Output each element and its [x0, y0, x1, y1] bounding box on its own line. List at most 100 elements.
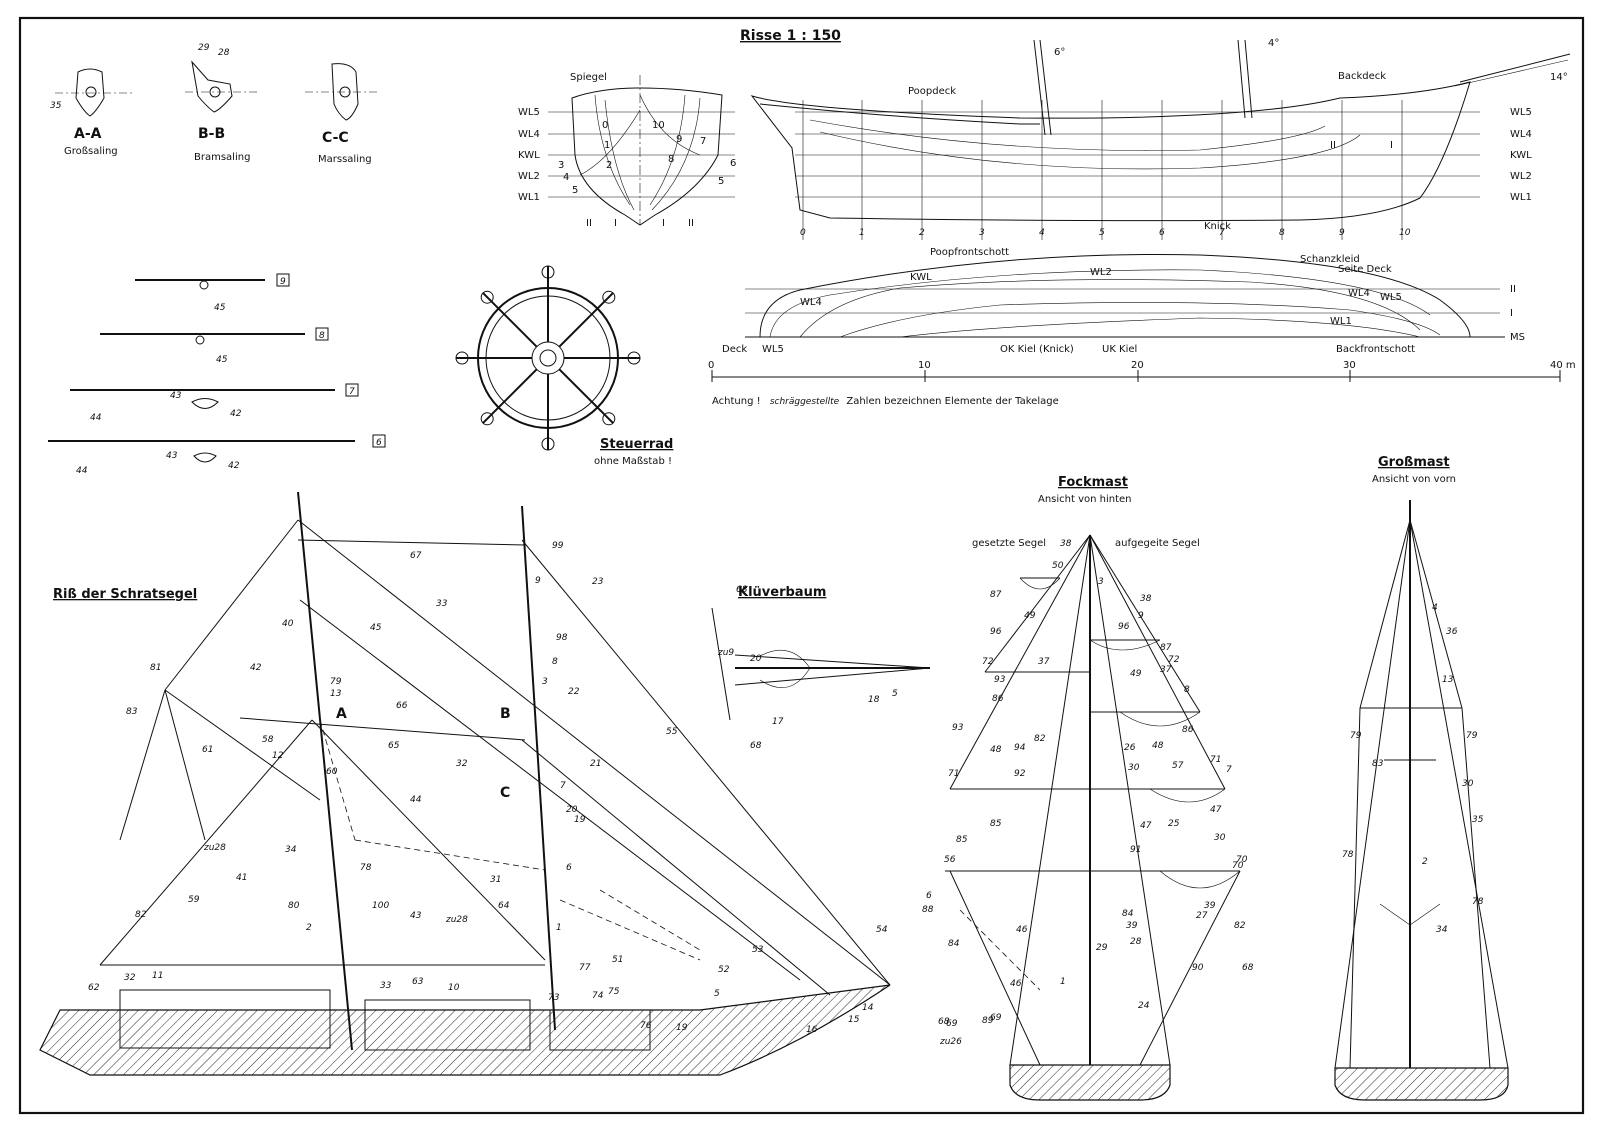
- wheel-handle: [541, 437, 555, 451]
- station-number: 3: [979, 228, 985, 238]
- station-number: 2: [919, 228, 925, 238]
- rigging-number: 68: [736, 585, 748, 595]
- yard-tag: 9: [280, 277, 286, 287]
- body-plan-frame: 1: [604, 140, 610, 151]
- rigging-number: 48: [990, 745, 1002, 755]
- rigging-number: 49: [1024, 611, 1036, 621]
- rigging-number: 53: [752, 945, 764, 955]
- rigging-number: 50: [1052, 561, 1064, 571]
- rigging-number: 20: [750, 654, 762, 664]
- mainmast-subtitle: Ansicht von vorn: [1372, 474, 1456, 485]
- rigging-number: 21: [590, 759, 601, 769]
- rigging-number: 62: [88, 983, 100, 993]
- rigging-number: 68: [938, 1017, 950, 1027]
- rigging-number: 4: [1432, 603, 1438, 613]
- wheel-handle: [541, 265, 555, 279]
- wheel-handle: [455, 351, 469, 365]
- sails-numbers: 6745332399998832255424079136681836158126…: [88, 541, 888, 1035]
- rigging-number: 15: [848, 1015, 860, 1025]
- rigging-number: 86: [1182, 725, 1194, 735]
- station-number: 6: [1159, 228, 1165, 238]
- foremast-view: Fockmast Ansicht von hinten gesetzte Seg…: [922, 475, 1254, 1101]
- station-number: 10: [1399, 228, 1411, 238]
- yard-number: 43: [166, 451, 178, 461]
- rigging-number: 9: [1138, 611, 1144, 621]
- yards: 9 45 8 45 7 44 43 42 6 44 43 42: [48, 273, 386, 476]
- profile-label: Poopdeck: [908, 86, 956, 97]
- rigging-number: 29: [1096, 943, 1108, 953]
- rigging-number: 31: [490, 875, 501, 885]
- wheel-handle: [602, 412, 616, 426]
- wheel-title: Steuerrad: [600, 437, 673, 452]
- rigging-number: 78: [1472, 897, 1484, 907]
- rigging-number: 91: [1130, 845, 1141, 855]
- rigging-number: 98: [556, 633, 568, 643]
- body-plan-frame: 9: [676, 134, 682, 145]
- rigging-number: 45: [370, 623, 382, 633]
- half-breadth-label: WL4: [1348, 288, 1370, 299]
- rigging-number: 23: [592, 577, 604, 587]
- station-number: 1: [859, 228, 865, 238]
- body-plan-frame: 8: [668, 154, 674, 165]
- profile-wl: WL1: [1510, 192, 1532, 203]
- profile-label: Knick: [1204, 221, 1231, 232]
- wheel-spoke: [558, 292, 614, 348]
- yard-number: 44: [90, 413, 102, 423]
- rigging-number: 22: [568, 687, 580, 697]
- rigging-number: 78: [1342, 850, 1354, 860]
- rigging-number: 47: [1210, 805, 1222, 815]
- rigging-number: 1: [556, 923, 562, 933]
- note-prefix: Achtung !: [712, 396, 761, 407]
- body-plan-buttock: I: [614, 218, 617, 229]
- wheel-handle: [480, 290, 494, 304]
- yard-number: 43: [170, 391, 182, 401]
- rigging-number: 86: [992, 694, 1004, 704]
- body-plan-frame: 2: [606, 160, 612, 171]
- rigging-number: 63: [412, 977, 424, 987]
- section-b-b-number-2: 28: [218, 48, 230, 58]
- rigging-number: 2: [306, 923, 312, 933]
- profile-angle: 6°: [1054, 47, 1065, 58]
- rigging-number: 11: [152, 971, 163, 981]
- profile-wl: WL2: [1510, 171, 1532, 182]
- rigging-number: zu9: [717, 648, 734, 658]
- rigging-number: 25: [1168, 819, 1180, 829]
- wheel-spoke: [482, 292, 538, 348]
- profile-label: Backdeck: [1338, 71, 1386, 82]
- rigging-number: 30: [1462, 779, 1474, 789]
- rigging-number: 14: [862, 1003, 874, 1013]
- body-plan-buttock: II: [586, 218, 592, 229]
- rigging-number: 94: [1014, 743, 1026, 753]
- profile-wl: WL4: [1510, 129, 1532, 140]
- rigging-number: 44: [410, 795, 422, 805]
- station-number: 0: [800, 228, 806, 238]
- rigging-number: 8: [1184, 685, 1190, 695]
- rigging-number: 76: [640, 1021, 652, 1031]
- rigging-number: 79: [330, 677, 342, 687]
- rigging-number: 2: [1422, 857, 1428, 867]
- rigging-number: 18: [868, 695, 880, 705]
- rigging-number: 32: [124, 973, 136, 983]
- section-c-c-caption: Marssaling: [318, 154, 372, 165]
- rigging-number: 30: [1214, 833, 1226, 843]
- station-number: 4: [1039, 228, 1045, 238]
- half-breadth-right: I: [1510, 308, 1513, 319]
- half-breadth-label: Poopfrontschott: [930, 247, 1009, 258]
- body-plan-buttock: II: [688, 218, 694, 229]
- rigging-number: 28: [1130, 937, 1142, 947]
- body-plan-label: Spiegel: [570, 72, 607, 83]
- rigging-number: 10: [448, 983, 460, 993]
- rigging-number: 42: [250, 663, 262, 673]
- rigging-number: 13: [330, 689, 342, 699]
- foremast-subtitle: Ansicht von hinten: [1038, 494, 1132, 505]
- rigging-number: zu28: [445, 915, 468, 925]
- rigging-number: zu26: [939, 1037, 962, 1047]
- rigging-number: 87: [1160, 643, 1172, 653]
- body-plan-frame: 6: [730, 158, 736, 169]
- rigging-number: 77: [579, 963, 591, 973]
- note-rest: Zahlen bezeichnen Elemente der Takelage: [846, 396, 1058, 407]
- body-plan-frame: 4: [563, 172, 569, 183]
- rigging-number: 72: [1168, 655, 1180, 665]
